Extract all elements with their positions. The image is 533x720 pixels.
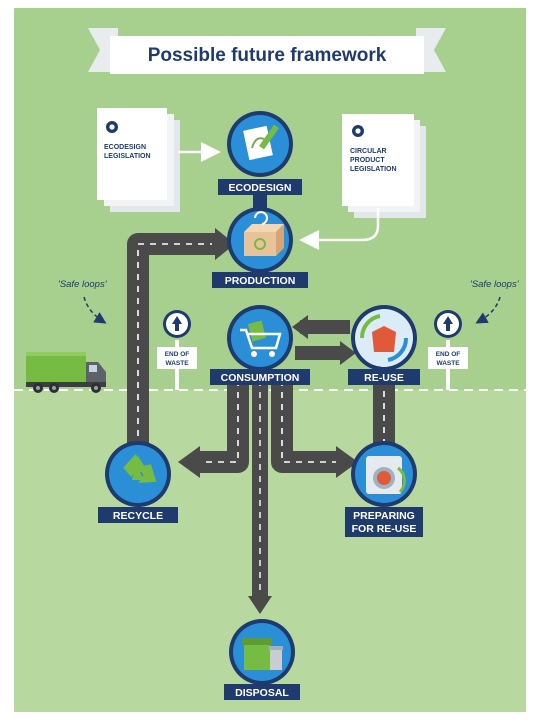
preparing-label-line1: PREPARING (353, 510, 415, 522)
doc-line: PRODUCT (350, 157, 385, 164)
end-of-waste-sign-left: END OF WASTE (157, 310, 197, 390)
ecodesign-node: ECODESIGN (218, 111, 302, 195)
shopping-cart-icon (240, 320, 282, 357)
box-icon (244, 211, 284, 256)
up-arrow-icon (172, 316, 182, 331)
safe-loops-label-left: 'Safe loops' (58, 279, 108, 290)
circular-product-legislation-document: CIRCULAR PRODUCT LEGISLATION (342, 114, 426, 218)
production-node: PRODUCTION (212, 207, 308, 288)
safe-loops-arrow-right (475, 296, 501, 324)
end-of-waste-label: END OF (165, 351, 190, 358)
end-of-waste-label: WASTE (436, 360, 460, 367)
washing-machine-icon (366, 456, 406, 494)
reuse-node: RE-USE (348, 305, 420, 385)
design-pencil-icon (243, 124, 279, 161)
preparing-for-reuse-node: PREPARING FOR RE-USE (345, 441, 423, 537)
title-banner: Possible future framework (88, 28, 446, 74)
up-arrow-icon (443, 316, 453, 331)
doc-line: ECODESIGN (104, 144, 146, 151)
safe-loops-arrow-left (83, 296, 107, 324)
recycle-icon (123, 454, 157, 483)
recycle-label: RECYCLE (113, 510, 163, 522)
ecodesign-label: ECODESIGN (228, 182, 291, 194)
consumption-node: CONSUMPTION (210, 305, 310, 385)
trash-bin-icon (242, 638, 283, 670)
legislation-arrow (299, 208, 380, 250)
production-label: PRODUCTION (225, 275, 296, 287)
reuse-clothes-icon (359, 314, 409, 362)
doc-line: LEGISLATION (104, 153, 151, 160)
page-title: Possible future framework (148, 45, 387, 66)
end-of-waste-sign-right: END OF WASTE (428, 310, 468, 390)
safe-loops-label-right: 'Safe loops' (470, 279, 520, 290)
preparing-label-line2: FOR RE-USE (352, 523, 417, 535)
disposal-label: DISPOSAL (235, 687, 289, 699)
truck-icon (26, 352, 106, 393)
disposal-node: DISPOSAL (224, 619, 300, 700)
roads (127, 192, 395, 600)
doc-line: LEGISLATION (350, 166, 397, 173)
end-of-waste-label: END OF (436, 351, 461, 358)
ecodesign-legislation-document: ECODESIGN LEGISLATION (97, 108, 180, 212)
consumption-label: CONSUMPTION (221, 372, 300, 384)
end-of-waste-label: WASTE (165, 360, 189, 367)
reuse-label: RE-USE (364, 372, 404, 384)
doc-line: CIRCULAR (350, 148, 387, 155)
recycle-node: RECYCLE (98, 441, 178, 523)
